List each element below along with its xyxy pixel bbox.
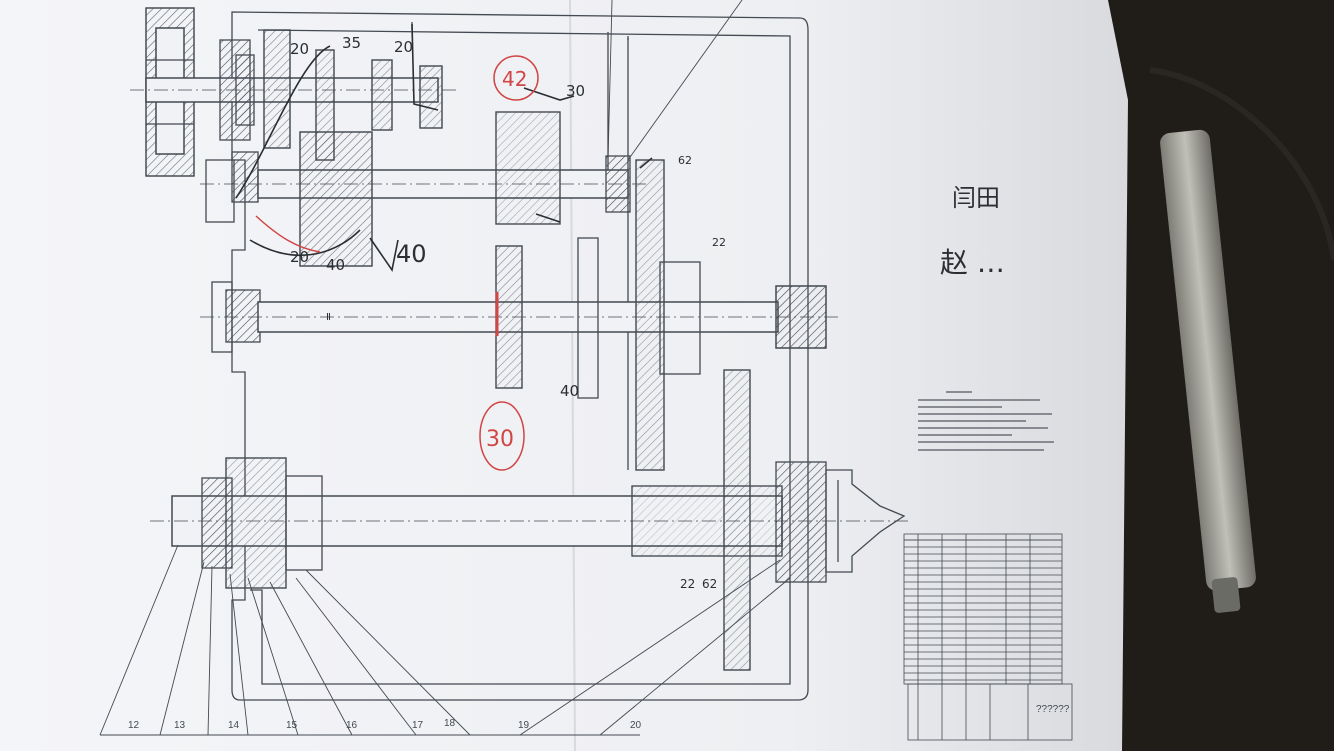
gear-label: 62 (702, 577, 717, 591)
tech-notes (918, 391, 1054, 451)
gear-label: 35 (342, 34, 361, 52)
pencil-sketch (235, 23, 653, 273)
gear-label: 22 (712, 236, 726, 249)
handwritten-name: 赵 … (940, 246, 1005, 279)
pen (1149, 67, 1334, 613)
part-number: 16 (346, 720, 358, 731)
gear-label: 40 (326, 256, 345, 274)
part-number: 12 (128, 720, 140, 731)
drawing-number: ?????? (1036, 704, 1070, 715)
housing-inner (250, 29, 791, 685)
part-number: 17 (412, 720, 424, 731)
gear-label: 20 (290, 248, 309, 266)
part-number: 18 (444, 718, 456, 729)
gear-label: 62 (678, 154, 692, 167)
handwritten-name: 闫田 (952, 184, 1000, 212)
circled-number: 42 (502, 67, 527, 91)
part-number: 20 (630, 720, 642, 731)
shaft-3 (200, 159, 840, 471)
gear-label: 22 (680, 577, 695, 591)
circled-number: 30 (486, 427, 514, 452)
spindle-nose (825, 469, 906, 573)
shaft-1 (130, 29, 460, 161)
circled-mark-1 (493, 55, 539, 101)
housing-outline (231, 11, 809, 701)
circled-mark-2 (479, 401, 525, 471)
paper-fold (569, 0, 576, 751)
part-number: 14 (228, 720, 240, 731)
gear-label: 40 (396, 240, 427, 268)
handwritten-annotations: 20 35 20 40 40 20 30 40 22 62 22 62 42 3… (290, 34, 1005, 591)
assembly-drawing (99, 0, 1073, 741)
gear-label: 40 (560, 382, 579, 400)
part-numbers: 12 13 14 15 16 17 18 19 20 (128, 718, 642, 731)
spindle (150, 369, 910, 671)
part-number: 19 (518, 720, 530, 731)
gear-label: 30 (566, 82, 585, 100)
part-number: 15 (286, 720, 298, 731)
gear-label: 20 (394, 38, 413, 56)
leader-lines (99, 0, 791, 736)
gear-label: 20 (290, 40, 309, 58)
red-marks (255, 55, 539, 471)
title-block (903, 533, 1073, 741)
shaft-2 (200, 111, 650, 267)
part-number: 13 (174, 720, 186, 731)
shaft-mark: Ⅱ (326, 312, 331, 323)
